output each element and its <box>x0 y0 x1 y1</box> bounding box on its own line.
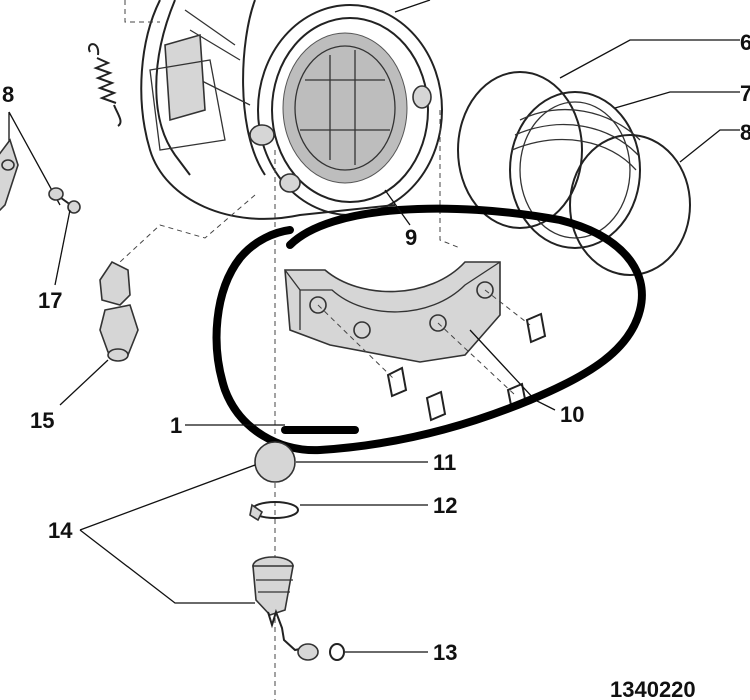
callout-11: 11 <box>433 450 456 475</box>
counterweight-bolts <box>386 312 547 422</box>
callout-8-right: 8 <box>740 120 750 145</box>
left-side-parts <box>0 111 139 406</box>
callout-10: 10 <box>560 402 584 427</box>
drain-parts <box>79 424 428 661</box>
callout-13: 13 <box>433 640 457 665</box>
o-ring <box>329 643 345 661</box>
drawing-number: 1340220 <box>610 677 696 700</box>
door-bellows-seals <box>457 39 740 276</box>
drain-ball <box>254 441 296 483</box>
callout-15: 15 <box>30 408 54 433</box>
callout-7: 7 <box>740 81 750 106</box>
counterweight <box>284 261 556 422</box>
drain-hose <box>252 556 319 661</box>
tension-spring <box>88 43 122 127</box>
callout-8-left: 8 <box>2 82 14 107</box>
callout-6: 6 <box>740 30 750 55</box>
callout-17: 17 <box>38 288 62 313</box>
callout-1: 1 <box>170 413 182 438</box>
callout-labels: 1 6 7 8 8 9 10 11 12 13 14 15 17 1340220 <box>2 30 750 700</box>
callout-14: 14 <box>48 518 73 543</box>
drum-assembly <box>119 0 461 700</box>
callout-9: 9 <box>405 225 417 250</box>
callout-12: 12 <box>433 493 457 518</box>
highlight-loop <box>212 204 646 455</box>
